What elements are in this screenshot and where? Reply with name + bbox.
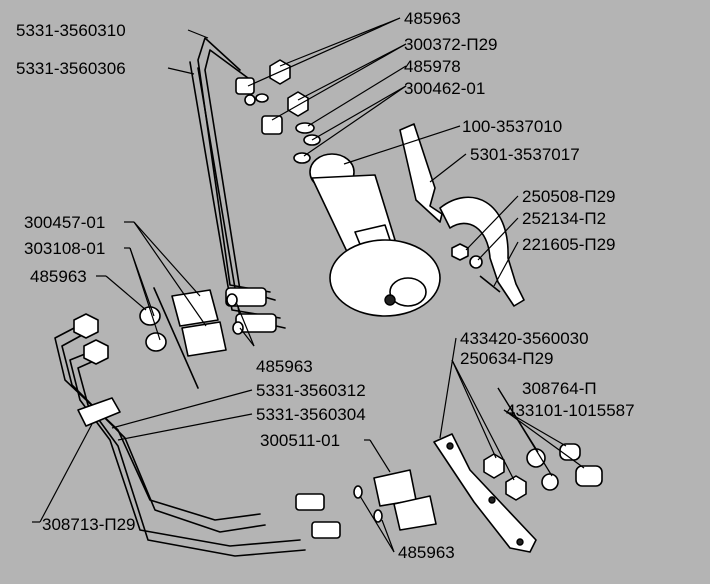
cylinder-bracket xyxy=(329,239,441,317)
hex-nut-left-1 xyxy=(73,313,99,339)
pipe-left-4 xyxy=(77,359,306,557)
bracket-hole-3 xyxy=(516,538,524,546)
hex-nut-bracket-2 xyxy=(505,475,527,501)
label-left-c: 485963 xyxy=(30,267,87,286)
clip-left xyxy=(77,397,121,427)
lever-arm xyxy=(399,123,443,223)
mounting-rod xyxy=(153,287,199,389)
label-top-r1: 485963 xyxy=(404,9,461,28)
pipe-left-2 xyxy=(61,333,266,533)
label-right-d: 252134-П2 xyxy=(522,209,606,228)
washer-bottom-1 xyxy=(353,485,363,499)
union-bottom-2 xyxy=(311,521,341,539)
lever-bolt xyxy=(451,243,469,261)
label-bottom-a: 308713-П29 xyxy=(42,515,136,534)
left-connectors xyxy=(73,287,277,427)
connector-bottom-2 xyxy=(393,495,437,531)
washer-small-1 xyxy=(226,293,238,307)
label-ticks xyxy=(32,221,370,523)
air-pipes xyxy=(54,37,306,557)
label-left-a: 300457-01 xyxy=(24,213,105,232)
top-fittings xyxy=(235,59,321,164)
cylinder-lever-eye xyxy=(389,277,427,307)
label-lowerright-b: 250634-П29 xyxy=(460,349,554,368)
label-middle-c: 5331-3560304 xyxy=(256,405,366,424)
bracket-hole-2 xyxy=(488,496,496,504)
union-bottom-1 xyxy=(295,493,325,511)
connector-upper xyxy=(171,289,219,327)
lever-arc xyxy=(439,196,525,307)
hex-nut-top-2 xyxy=(287,91,309,117)
label-right-a: 100-3537010 xyxy=(462,117,562,136)
washer-left-1 xyxy=(139,306,161,326)
spacer-2 xyxy=(575,465,603,487)
pipe-left-3 xyxy=(69,351,301,547)
bracket-plate-body xyxy=(433,433,537,553)
cylinder-pin xyxy=(384,294,396,306)
label-lowerright-a: 433420-3560030 xyxy=(460,329,589,348)
bracket-plate xyxy=(433,433,603,553)
union-nut-top-1 xyxy=(235,77,255,95)
connector-lower xyxy=(181,321,227,357)
label-top-r3: 485978 xyxy=(404,57,461,76)
washer-left-2 xyxy=(145,332,167,352)
part-number-labels: 5331-3560310 5331-3560306 485963 300372-… xyxy=(16,9,635,562)
label-middle-d: 300511-01 xyxy=(260,431,340,450)
spacer-1 xyxy=(559,443,581,461)
brake-cylinder xyxy=(309,153,441,317)
label-middle-a: 485963 xyxy=(256,357,313,376)
control-lever xyxy=(399,123,525,307)
label-lowerright-c: 308764-П xyxy=(522,379,597,398)
hex-nut-bracket-1 xyxy=(483,453,505,479)
label-middle-b: 5331-3560312 xyxy=(256,381,366,400)
lock-washer xyxy=(526,448,546,468)
label-top-l2: 5331-3560306 xyxy=(16,59,126,78)
label-top-r4: 300462-01 xyxy=(404,79,485,98)
label-right-e: 221605-П29 xyxy=(522,235,616,254)
washer-bottom-2 xyxy=(373,509,383,523)
label-right-c: 250508-П29 xyxy=(522,187,616,206)
label-bottom-b: 485963 xyxy=(398,543,455,562)
washer-top-4 xyxy=(293,152,311,164)
washer-top-1 xyxy=(255,93,269,103)
bracket-hole-1 xyxy=(446,442,454,450)
star-washer xyxy=(541,473,559,491)
label-top-l1: 5331-3560310 xyxy=(16,21,126,40)
leader-lines xyxy=(39,17,585,553)
washer-small-2 xyxy=(232,321,244,335)
label-left-b: 303108-01 xyxy=(24,239,105,258)
spring-coil xyxy=(244,94,256,106)
lever-pin xyxy=(479,275,501,293)
bottom-connectors xyxy=(295,469,437,539)
label-lowerright-d: 433101-1015587 xyxy=(506,401,635,420)
label-top-r2: 300372-П29 xyxy=(404,35,498,54)
hex-nut-left-2 xyxy=(83,339,109,365)
union-nut-top-2 xyxy=(261,115,283,135)
label-right-b: 5301-3537017 xyxy=(470,145,580,164)
